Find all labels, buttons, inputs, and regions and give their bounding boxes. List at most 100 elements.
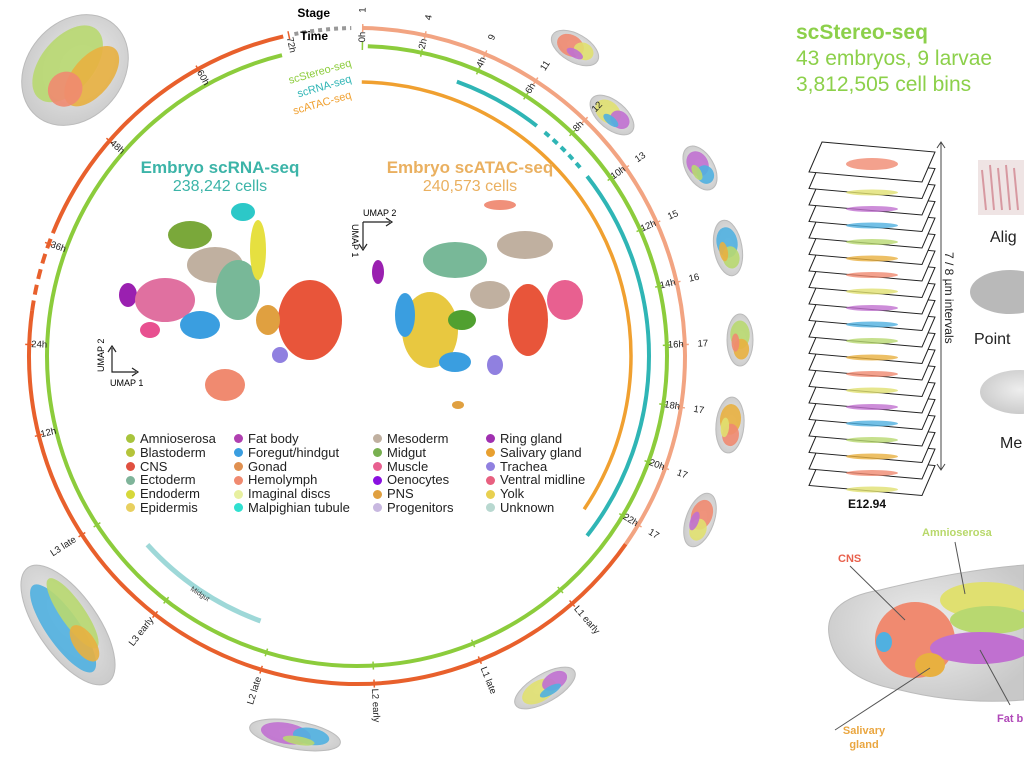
umap-y-label: UMAP 1 bbox=[350, 224, 360, 257]
time-tick bbox=[163, 596, 170, 604]
umap-scrna bbox=[119, 203, 342, 401]
larval-time-label: 12h bbox=[39, 426, 57, 441]
rna-seq-arc bbox=[585, 174, 651, 538]
time-tick bbox=[470, 639, 476, 648]
annotation-cns: CNS bbox=[838, 553, 861, 565]
cluster bbox=[216, 260, 260, 320]
mesh-image: Me bbox=[980, 370, 1024, 452]
time-tick bbox=[105, 137, 113, 145]
larval-stage-label: L1 late bbox=[478, 665, 499, 696]
scrna-title: Embryo scRNA-seq bbox=[140, 158, 300, 177]
legend-item: Blastoderm bbox=[126, 444, 234, 460]
legend-item: Foregut/hindgut bbox=[234, 445, 373, 460]
legend-swatch bbox=[126, 434, 135, 444]
stage-tick bbox=[78, 531, 86, 538]
stage-label: 1 bbox=[358, 7, 369, 12]
legend-swatch bbox=[486, 434, 495, 444]
legend-swatch bbox=[234, 489, 243, 499]
stage-label: 17 bbox=[675, 467, 689, 481]
time-tick bbox=[419, 48, 424, 57]
cluster bbox=[395, 293, 415, 337]
larval-stage-label: L2 early bbox=[369, 688, 382, 723]
mesh-step-label: Me bbox=[1000, 435, 1022, 452]
cluster bbox=[168, 221, 212, 249]
umap-axes-scrna: UMAP 1 UMAP 2 bbox=[96, 339, 143, 388]
time-tick bbox=[523, 92, 529, 100]
legend-swatch bbox=[126, 461, 135, 471]
time-tick bbox=[195, 65, 201, 73]
cluster bbox=[272, 347, 288, 363]
embryo-thumbnail bbox=[682, 145, 718, 191]
embryo-thumbnail bbox=[514, 666, 576, 710]
embryo-thumbnail bbox=[550, 29, 600, 67]
embryo-thumbnail bbox=[249, 718, 341, 752]
stage-label: 9 bbox=[486, 33, 498, 42]
time-tick bbox=[475, 66, 481, 75]
atac-seq-arc bbox=[361, 80, 633, 511]
embryo-stage-arc bbox=[362, 26, 687, 546]
stage-tick bbox=[581, 116, 589, 124]
midgut-arc bbox=[145, 543, 262, 624]
larval-time-label: 72h bbox=[284, 36, 298, 54]
legend-item: Salivary gland bbox=[486, 445, 606, 460]
stage-tick bbox=[477, 656, 483, 665]
embryo-label: E12.94 bbox=[848, 497, 886, 511]
legend-label: PNS bbox=[387, 486, 414, 502]
legend-item: Midgut bbox=[373, 445, 486, 460]
legend-item: Gonad bbox=[234, 459, 373, 474]
cluster bbox=[278, 280, 342, 360]
legend-swatch bbox=[373, 475, 382, 485]
larval-stage-arc bbox=[51, 34, 284, 234]
embryo-thumbnail bbox=[683, 492, 717, 548]
legend-swatch bbox=[234, 503, 243, 513]
stage-tick bbox=[482, 50, 488, 59]
legend-label: Blastoderm bbox=[140, 444, 206, 460]
legend-item: Unknown bbox=[486, 501, 606, 515]
legend-swatch bbox=[234, 434, 243, 444]
legend-label: Ventral midline bbox=[500, 472, 586, 488]
legend-label: Imaginal discs bbox=[248, 486, 331, 502]
cluster bbox=[547, 280, 583, 320]
legend-label: CNS bbox=[140, 458, 168, 474]
legend-label: Amnioserosa bbox=[140, 431, 216, 446]
time-tick bbox=[34, 433, 43, 438]
scatac-title: Embryo scATAC-seq bbox=[386, 158, 554, 177]
legend-label: Unknown bbox=[500, 499, 555, 515]
interval-arrow: 7 / 8 µm intervals bbox=[936, 141, 956, 471]
section-slice bbox=[808, 141, 936, 183]
larval-stage-dashed-arc bbox=[30, 232, 55, 311]
align-step-label: Alig bbox=[990, 229, 1017, 246]
legend-swatch bbox=[486, 461, 495, 471]
time-label: 2h bbox=[417, 38, 430, 51]
legend-swatch bbox=[126, 475, 135, 485]
legend-item: Ring gland bbox=[486, 432, 606, 446]
legend-label: Trachea bbox=[500, 458, 548, 474]
time-tick bbox=[607, 175, 615, 182]
annotation-fat-body: Fat b bbox=[997, 713, 1024, 725]
cluster bbox=[140, 322, 160, 338]
legend-swatch bbox=[234, 461, 243, 471]
time-tick bbox=[44, 241, 53, 246]
stage-tick bbox=[672, 280, 681, 284]
stereo-summary: scStereo-seq 43 embryos, 9 larvae 3,812,… bbox=[796, 20, 992, 98]
time-label: 18h bbox=[663, 399, 680, 412]
legend-label: Ectoderm bbox=[140, 472, 196, 488]
cluster bbox=[439, 352, 471, 372]
stage-tick bbox=[652, 220, 661, 225]
legend-item: Trachea bbox=[486, 458, 606, 474]
legend-swatch bbox=[373, 489, 382, 499]
legend-label: Mesoderm bbox=[387, 431, 449, 446]
legend-item: CNS bbox=[126, 458, 234, 474]
legend-swatch bbox=[234, 475, 243, 485]
time-tick bbox=[557, 586, 564, 594]
time-label: 14h bbox=[659, 277, 677, 291]
time-tick bbox=[287, 31, 291, 40]
cluster bbox=[119, 283, 137, 307]
annotation-gland: gland bbox=[849, 739, 878, 751]
cluster bbox=[135, 278, 195, 322]
cluster bbox=[448, 310, 476, 330]
larval-stage-label: L3 early bbox=[127, 615, 157, 649]
legend-item: Ventral midline bbox=[486, 473, 606, 487]
stereo-title: scStereo-seq bbox=[796, 21, 928, 44]
